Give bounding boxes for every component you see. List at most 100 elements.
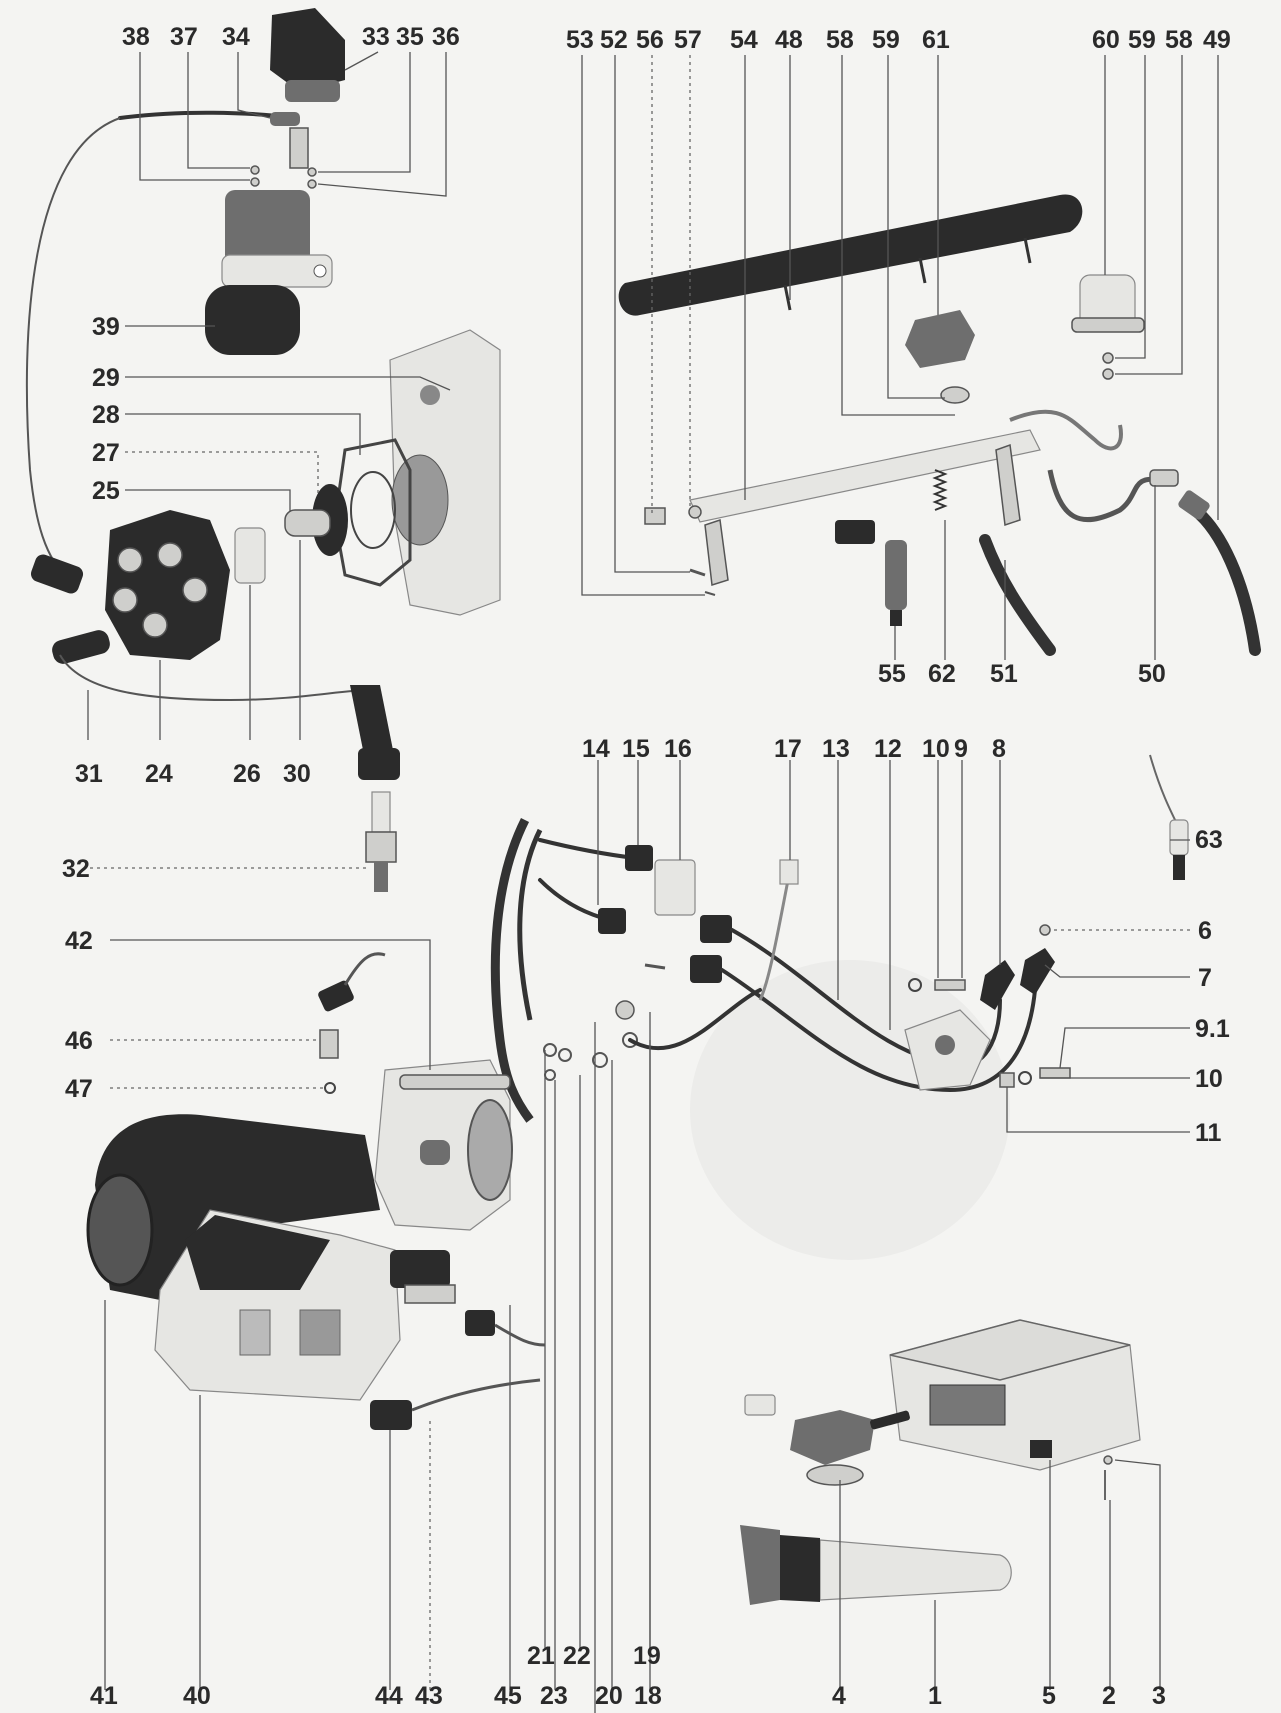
harness-loom-2 — [517, 828, 543, 1021]
fuel-line-50 — [1047, 469, 1161, 522]
control-unit-assembly — [740, 1319, 1141, 1605]
harness-branch-15 — [538, 838, 637, 860]
ht-lead-connector — [30, 554, 84, 594]
connector-14 — [598, 908, 626, 934]
callout-5: 5 — [1042, 1682, 1056, 1710]
boot-mouth — [86, 1173, 154, 1287]
sleeve-11 — [999, 1072, 1015, 1088]
pressure-regulator-61 — [905, 310, 975, 368]
return-hose-51 — [979, 534, 1056, 656]
callout-39: 39 — [92, 313, 120, 341]
callout-61: 61 — [922, 26, 950, 54]
cover-stud-1 — [783, 284, 792, 311]
spring-62 — [932, 469, 948, 511]
screw-52 — [689, 568, 706, 577]
callout-15: 15 — [622, 735, 650, 763]
callout-7: 7 — [1198, 964, 1212, 992]
callout-60: 60 — [1092, 26, 1120, 54]
leader-lines — [87, 51, 1219, 1713]
feed-hose-49 — [1189, 504, 1261, 656]
connector-b — [690, 955, 722, 983]
washer-47 — [324, 1082, 336, 1094]
housing-bore-2 — [391, 454, 449, 546]
rail-leg-1 — [704, 519, 729, 586]
callout-48: 48 — [775, 26, 803, 54]
callout-49: 49 — [1203, 26, 1231, 54]
connector-44 — [370, 1400, 412, 1430]
ring-20 — [592, 1052, 608, 1068]
plug-near-4 — [744, 1394, 776, 1416]
screw-14 — [644, 963, 666, 970]
intake-boot-41 — [95, 1114, 380, 1300]
switch-45-base — [404, 1284, 456, 1304]
tag-17 — [779, 859, 799, 885]
callout-57: 57 — [674, 26, 702, 54]
injector-tip — [890, 610, 902, 626]
spark-plug-thread — [374, 862, 388, 892]
callout-59b: 59 — [1128, 26, 1156, 54]
callout-11: 11 — [1195, 1119, 1222, 1147]
rail-end-56 — [644, 507, 666, 525]
callout-26: 26 — [233, 760, 261, 788]
callout-33: 33 — [362, 23, 390, 51]
temp-sensor-46 — [319, 1029, 339, 1059]
spark-plug-boot — [350, 685, 395, 760]
temp-sensor-lead — [343, 952, 386, 986]
sensor-12-hole — [935, 1035, 955, 1055]
callout-9: 9 — [954, 735, 968, 763]
sensor-lead-b — [720, 968, 1037, 1093]
cap-tower-2 — [112, 587, 138, 613]
callout-25: 25 — [92, 477, 120, 505]
callout-34: 34 — [222, 23, 250, 51]
callout-46: 46 — [65, 1027, 93, 1055]
callout-58a: 58 — [826, 26, 854, 54]
tube-1 — [819, 1539, 1012, 1601]
plug-lead-31 — [59, 654, 371, 702]
callout-3: 3 — [1152, 1682, 1166, 1710]
callout-35: 35 — [396, 23, 424, 51]
callout-22: 22 — [563, 1642, 591, 1670]
callout-55: 55 — [878, 660, 906, 688]
callout-36: 36 — [432, 23, 460, 51]
injector-55 — [885, 540, 907, 610]
lead-43 — [411, 1378, 541, 1412]
throttle-disc — [420, 1140, 450, 1165]
callout-1: 1 — [928, 1682, 942, 1710]
throttle-bore — [467, 1099, 513, 1201]
meter-window-1 — [239, 1309, 271, 1356]
throttle-lever — [399, 1074, 511, 1090]
component-4-base — [806, 1464, 864, 1486]
rail-leg-2 — [995, 443, 1021, 527]
ground-lead — [628, 988, 762, 1051]
sensor-63 — [1169, 819, 1189, 856]
lead-near-45 — [494, 1323, 546, 1347]
nut-36 — [307, 179, 317, 189]
callout-50: 50 — [1138, 660, 1166, 688]
ignition-coil-assembly — [25, 8, 345, 594]
plug-lead-boot — [52, 630, 110, 664]
callout-54: 54 — [730, 26, 758, 54]
meter-intake-cover — [185, 1215, 330, 1290]
ring-21 — [543, 1043, 557, 1057]
callout-43: 43 — [415, 1682, 443, 1710]
injector-connector — [835, 520, 875, 544]
callout-10a: 10 — [922, 735, 950, 763]
callout-31: 31 — [75, 760, 103, 788]
callout-6: 6 — [1198, 917, 1212, 945]
nut-38 — [250, 177, 260, 187]
callout-13: 13 — [822, 735, 850, 763]
gasket-hole — [350, 471, 396, 549]
callout-45: 45 — [494, 1682, 522, 1710]
cap-tower-4 — [157, 542, 183, 568]
callout-42: 42 — [65, 927, 93, 955]
boot-ring — [358, 748, 400, 780]
spark-plug-insulator — [371, 791, 391, 833]
cap-tower-3 — [142, 612, 168, 638]
callout-2: 2 — [1102, 1682, 1116, 1710]
washer-10a — [908, 978, 922, 992]
callout-56: 56 — [636, 26, 664, 54]
clip-18 — [615, 1000, 635, 1020]
nut-35 — [307, 167, 317, 177]
